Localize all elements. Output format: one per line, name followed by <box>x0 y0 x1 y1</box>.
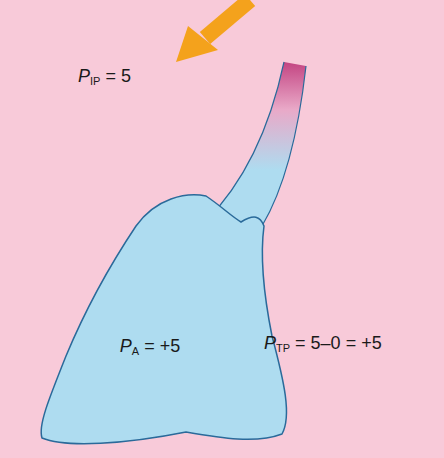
lung-outline <box>36 186 292 450</box>
pressure-label: PTP = 5–0 = +5 <box>264 333 382 354</box>
airflow-arrow <box>176 0 250 62</box>
lung-shape: PA = +5 <box>36 186 292 450</box>
pressure-label: PA = +5 <box>120 336 180 357</box>
trachea <box>205 62 306 226</box>
pressure-label: PIP = 5 <box>78 66 131 87</box>
